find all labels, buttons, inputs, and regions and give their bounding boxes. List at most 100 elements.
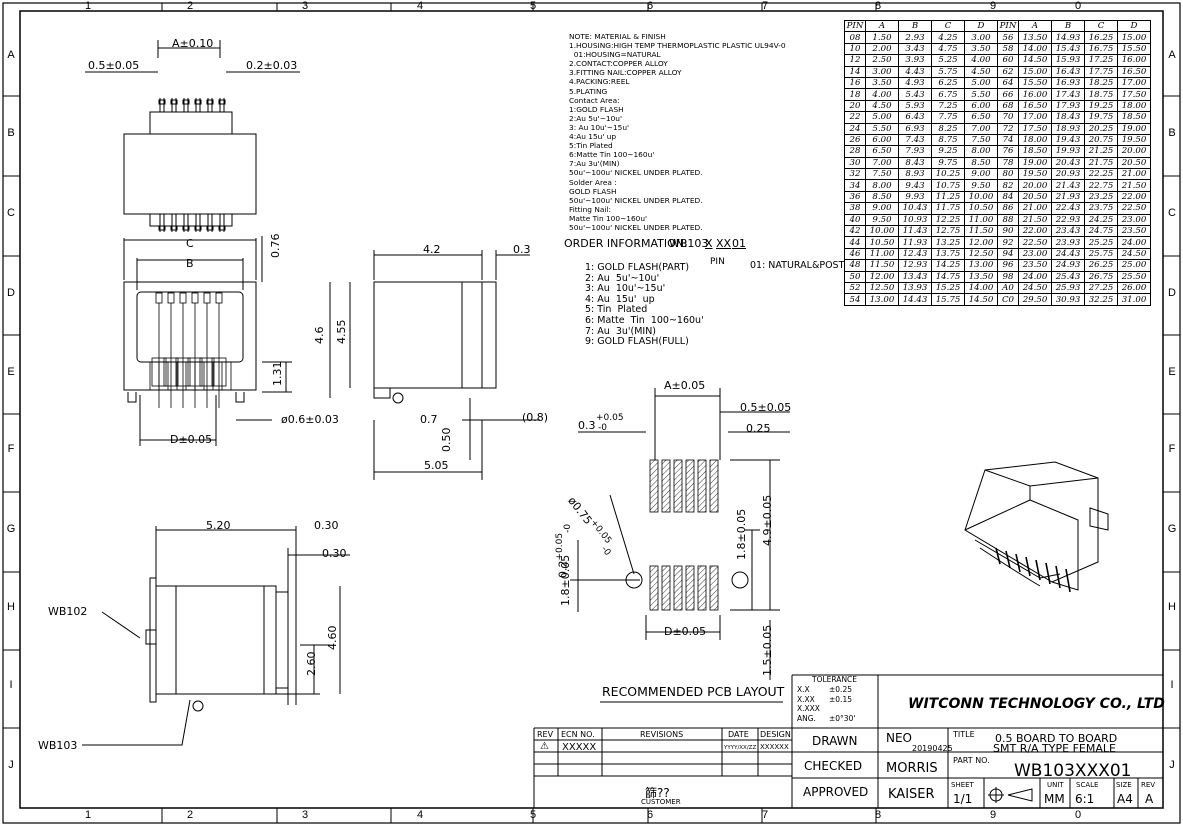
pcb-dim-025: 0.25 <box>746 422 771 435</box>
table-cell: 15.93 <box>1051 54 1085 67</box>
table-cell: 17.43 <box>1051 88 1085 101</box>
table-cell: 58 <box>997 42 1019 56</box>
table-cell: 64 <box>997 76 1019 90</box>
table-cell: 24.75 <box>1084 225 1118 238</box>
table-cell: 4.43 <box>898 65 932 78</box>
frame-row-left-3: D <box>7 287 15 299</box>
table-cell: 10 <box>844 42 866 56</box>
rev-h-date: DATE <box>728 730 749 739</box>
rev-label: REV <box>1141 781 1156 789</box>
pcb-title: RECOMMENDED PCB LAYOUT <box>602 684 785 699</box>
table-cell: 10.50 <box>964 202 998 215</box>
checked-label: CHECKED <box>804 759 863 773</box>
tolerance-title: TOLERANCE <box>812 675 858 684</box>
table-cell: 25.75 <box>1084 247 1118 261</box>
isometric-view <box>964 461 1109 591</box>
frame-col-top-9: 0 <box>1075 0 1081 12</box>
pcb-dim-03-sup: +0.05 <box>596 413 624 423</box>
scale-value: 6:1 <box>1075 792 1095 806</box>
table-cell: 10.25 <box>931 168 965 181</box>
table-cell: 22 <box>844 111 866 124</box>
material-notes: NOTE: MATERIAL & FINISH 1.HOUSING:HIGH T… <box>569 32 786 232</box>
table-cell: 6.25 <box>931 76 965 90</box>
table-cell: 13.93 <box>898 281 932 295</box>
table-cell: 34 <box>844 179 866 192</box>
table-cell: 23.50 <box>1018 259 1052 272</box>
table-cell: 5.00 <box>865 111 899 124</box>
order-title: ORDER INFORMATION: <box>564 237 688 250</box>
frame-col-top-4: 5 <box>530 0 536 12</box>
frame-col-bottom-5: 6 <box>647 809 653 821</box>
table-cell: 26.75 <box>1084 270 1118 284</box>
frame-row-left-0: A <box>7 49 15 61</box>
tolerance-value: ±0.15 <box>829 694 852 704</box>
top-view <box>85 40 300 227</box>
pcb-dim-49: 4.9±0.05 <box>761 494 774 546</box>
frame-row-left-8: I <box>9 679 12 691</box>
table-cell: 5.75 <box>931 65 965 78</box>
table-cell: 3.43 <box>898 42 932 56</box>
table-cell: 11.50 <box>964 225 998 238</box>
table-cell: 10.00 <box>964 190 998 204</box>
table-cell: 12.50 <box>865 281 899 295</box>
table-cell: 22.50 <box>1117 202 1151 215</box>
pcb-dim-a: A±0.05 <box>664 379 706 392</box>
table-cell: 15.75 <box>931 293 965 306</box>
dim-03: 0.3 <box>513 243 531 256</box>
dim-505: 5.05 <box>424 459 449 472</box>
table-cell: 14.50 <box>964 293 998 306</box>
tolerance-value: ±0.25 <box>829 685 852 694</box>
order-suffix: 01 <box>732 237 746 250</box>
table-cell: 23.93 <box>1051 236 1085 249</box>
frame-col-top-8: 9 <box>990 0 996 12</box>
table-cell: 18.00 <box>1018 133 1052 147</box>
rev-h-ecn: ECN NO. <box>561 730 595 739</box>
table-cell: 11.93 <box>898 236 932 249</box>
customer-mark: 篩?? <box>645 786 670 800</box>
table-cell: 3.00 <box>964 31 998 44</box>
table-cell: 21.50 <box>1018 213 1052 227</box>
table-cell: 6.50 <box>865 145 899 158</box>
table-cell: 23.00 <box>1018 247 1052 261</box>
unit-label: UNIT <box>1047 781 1064 789</box>
table-cell: 48 <box>844 259 866 272</box>
dim-030b: 0.30 <box>322 547 347 560</box>
table-cell: 15.43 <box>1051 42 1085 56</box>
frame-row-left-4: E <box>7 366 14 378</box>
tolerance-row: X.X±0.25 <box>797 685 855 695</box>
pcb-dim-18a: 1.8±0.05 <box>559 554 572 606</box>
table-cell: 26 <box>844 133 866 147</box>
tolerance-key: X.XXX <box>797 704 820 714</box>
table-cell: 7.00 <box>964 122 998 135</box>
frame-col-top-0: 1 <box>85 0 91 12</box>
table-cell: 14.93 <box>1051 31 1085 44</box>
rev-h-revisions: REVISIONS <box>640 730 684 739</box>
side-view <box>329 250 540 480</box>
table-cell: 78 <box>997 156 1019 170</box>
table-cell: 26.25 <box>1084 259 1118 272</box>
dim-050: 0.50 <box>440 427 453 453</box>
table-cell: 10.43 <box>898 202 932 215</box>
table-cell: 22.75 <box>1084 179 1118 192</box>
label-wb102: WB102 <box>48 605 88 618</box>
table-cell: 14 <box>844 65 866 78</box>
table-cell: 31.00 <box>1117 293 1151 306</box>
table-cell: 36 <box>844 190 866 204</box>
table-cell: 8.50 <box>865 190 899 204</box>
table-cell: 8.00 <box>964 145 998 158</box>
pcb-02-sub: -0 <box>562 523 573 533</box>
table-cell: 13.50 <box>964 270 998 284</box>
table-cell: 1.50 <box>865 31 899 44</box>
drawn-date: 20190425 <box>912 744 953 753</box>
table-cell: 18 <box>844 88 866 101</box>
table-cell: 23.43 <box>1051 225 1085 238</box>
table-cell: 18.75 <box>1084 88 1118 101</box>
table-cell: 72 <box>997 122 1019 135</box>
table-cell: 21.00 <box>1117 168 1151 181</box>
table-cell: 9.43 <box>898 179 932 192</box>
